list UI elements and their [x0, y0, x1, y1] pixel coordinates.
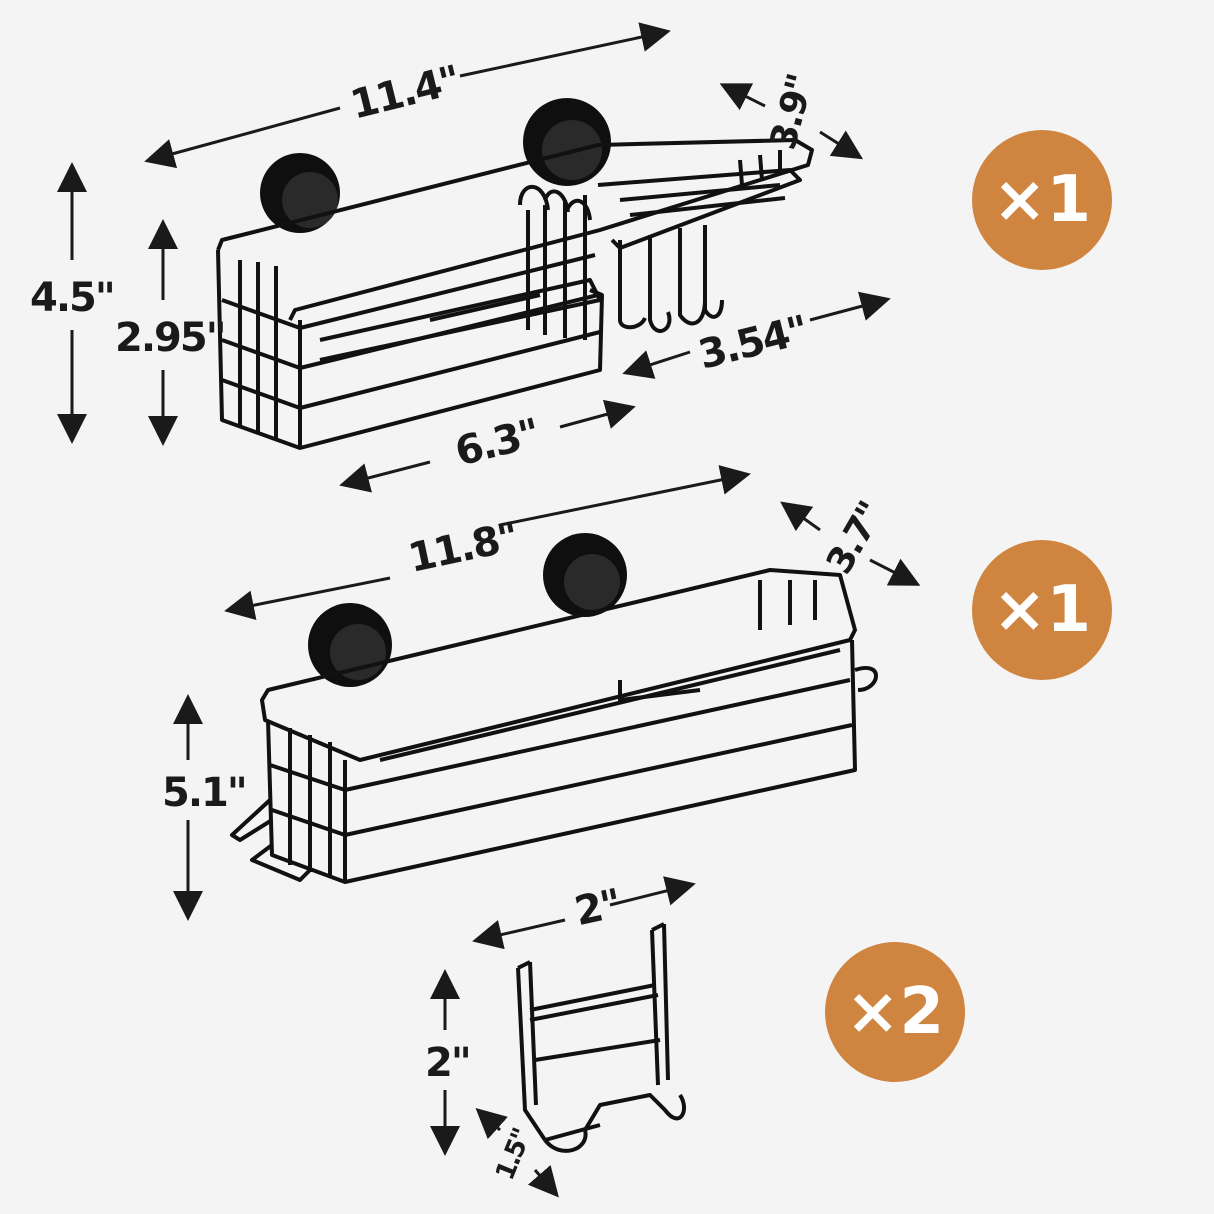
item3-dimension-lines [430, 876, 696, 1198]
item1-total-height-label: 4.5" [30, 275, 116, 321]
item2-dimension-lines [173, 465, 921, 921]
basket-with-soap-dish-illustration [216, 98, 814, 450]
quantity-badge-item2: ×1 [972, 540, 1112, 680]
hook-illustration [516, 922, 686, 1153]
item1-dimension-lines [57, 22, 891, 493]
quantity-badge-item3: ×2 [825, 942, 965, 1082]
large-basket-illustration [230, 533, 878, 884]
item2-height-label: 5.1" [162, 770, 248, 816]
item1-basket-height-label: 2.95" [115, 315, 227, 361]
item3-width-label: 2" [570, 880, 624, 936]
item3-height-label: 2" [425, 1040, 472, 1086]
quantity-badge-item1: ×1 [972, 130, 1112, 270]
